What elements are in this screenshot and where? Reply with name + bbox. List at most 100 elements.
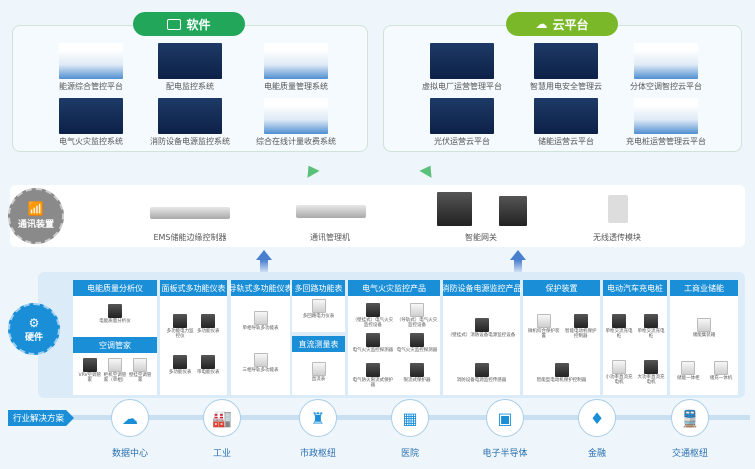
industry-factory-button[interactable]: 🏭 xyxy=(203,399,241,437)
product-image[interactable] xyxy=(644,313,658,328)
product-label: 直流表 xyxy=(311,377,326,383)
industry-cloud-server-button[interactable]: ☁ xyxy=(111,399,149,437)
industry-hospital-button[interactable]: ▦ xyxy=(391,399,429,437)
platform-screenshot[interactable] xyxy=(59,43,123,79)
product-label: （壁挂式）电气火灾监控设备 xyxy=(352,317,394,328)
platform-label[interactable]: 充电桩运营管理云平台 xyxy=(626,137,706,146)
hardware-group-title[interactable]: 电气火灾监控产品 xyxy=(348,280,440,296)
hardware-group-title[interactable]: 导轨式多功能仪表 xyxy=(229,280,293,296)
product-image[interactable] xyxy=(536,313,551,328)
arrow-shaft xyxy=(260,260,268,272)
platform-label[interactable]: 消防设备电源监控系统 xyxy=(150,137,230,146)
platform-label[interactable]: 配电监控系统 xyxy=(166,82,214,91)
industry-label[interactable]: 金融 xyxy=(587,449,607,459)
platform-screenshot[interactable] xyxy=(634,43,698,79)
platform-screenshot[interactable] xyxy=(634,98,698,134)
product-label: 带电能仪表 xyxy=(196,370,220,376)
monitor-chart-icon xyxy=(167,18,182,30)
product-image[interactable] xyxy=(714,361,728,376)
comm-device-label: EMS储能边缘控制器 xyxy=(153,233,227,242)
cloud-server-icon: ☁ xyxy=(122,408,138,428)
hardware-group-title[interactable]: 消防设备电源监控产品 xyxy=(442,280,522,296)
platform-label[interactable]: 电能质量管理系统 xyxy=(264,82,328,91)
hardware-group-title[interactable]: 面板式多功能仪表 xyxy=(160,280,227,296)
industry-label[interactable]: 电子半导体 xyxy=(482,449,528,459)
arrow-up-icon xyxy=(302,162,320,178)
product-image[interactable] xyxy=(311,299,326,314)
product-image[interactable] xyxy=(612,313,626,328)
product-image[interactable] xyxy=(365,363,380,378)
product-image[interactable] xyxy=(201,355,216,370)
smart-gateway-image xyxy=(499,196,527,226)
product-image[interactable] xyxy=(681,361,696,376)
product-image[interactable] xyxy=(474,363,489,378)
industry-label[interactable]: 市政枢纽 xyxy=(299,449,337,459)
platform-screenshot[interactable] xyxy=(430,98,494,134)
product-image[interactable] xyxy=(133,358,148,373)
product-label: 电气防火限流式保护器 xyxy=(352,378,394,389)
product-image[interactable] xyxy=(82,358,97,373)
platform-screenshot[interactable] xyxy=(59,98,123,134)
arrow-up-icon xyxy=(256,250,272,260)
industry-train-button[interactable]: 🚆 xyxy=(671,399,709,437)
industry-skyscraper-button[interactable]: ♦ xyxy=(578,399,616,437)
product-label: 智能型电动机保护控制器 xyxy=(536,378,587,384)
platform-label[interactable]: 能源综合管控平台 xyxy=(59,82,123,91)
industry-chip-button[interactable]: ▣ xyxy=(486,399,524,437)
product-image[interactable] xyxy=(201,313,216,328)
product-image[interactable] xyxy=(410,302,424,317)
product-label: 消防设备电源监控传感器 xyxy=(456,378,507,384)
platform-screenshot[interactable] xyxy=(534,98,598,134)
industry-tower-button[interactable]: ♜ xyxy=(299,399,337,437)
product-image[interactable] xyxy=(365,333,380,348)
product-image[interactable] xyxy=(410,333,424,348)
platform-screenshot[interactable] xyxy=(264,43,328,79)
product-image[interactable] xyxy=(365,302,380,317)
product-image[interactable] xyxy=(410,363,424,378)
hardware-group-title[interactable]: 电能质量分析仪 xyxy=(73,280,157,296)
platform-label[interactable]: 电气火灾监控系统 xyxy=(59,137,123,146)
platform-label[interactable]: 综合在线计量收费系统 xyxy=(256,137,336,146)
platform-label[interactable]: 智慧用电安全管理云 xyxy=(530,82,602,91)
product-image[interactable] xyxy=(173,355,188,370)
product-image[interactable] xyxy=(108,358,122,373)
train-icon: 🚆 xyxy=(680,408,700,428)
comm-device-label: 智能网关 xyxy=(465,233,497,242)
hardware-group-title[interactable]: 直流测量表 xyxy=(292,336,345,352)
platform-label[interactable]: 光伏运营云平台 xyxy=(434,137,490,146)
platform-screenshot[interactable] xyxy=(158,43,222,79)
product-image[interactable] xyxy=(554,363,569,378)
industry-label[interactable]: 交通枢纽 xyxy=(671,449,709,459)
product-image[interactable] xyxy=(697,317,711,332)
platform-screenshot[interactable] xyxy=(430,43,494,79)
product-image[interactable] xyxy=(644,360,658,375)
hardware-group-title[interactable]: 工商业储能 xyxy=(670,280,738,296)
product-image[interactable] xyxy=(311,362,326,377)
platform-screenshot[interactable] xyxy=(264,98,328,134)
platform-label[interactable]: 分体空调智控云平台 xyxy=(630,82,702,91)
cloud-title: 云平台 xyxy=(552,17,589,32)
platform-screenshot[interactable] xyxy=(534,43,598,79)
hardware-group: 工商业储能储能集装箱储能一体柜储充一体机 xyxy=(670,280,738,395)
product-image[interactable] xyxy=(474,317,489,332)
product-label: 储能一体柜 xyxy=(677,376,700,382)
product-image[interactable] xyxy=(253,353,268,368)
hardware-group-title[interactable]: 多回路功能表 xyxy=(292,280,345,296)
product-label: 壁挂空调管家 xyxy=(128,373,152,384)
hardware-group-title[interactable]: 保护装置 xyxy=(523,280,600,296)
product-image[interactable] xyxy=(108,303,122,318)
product-image[interactable] xyxy=(573,313,588,328)
platform-label[interactable]: 储能运营云平台 xyxy=(538,137,594,146)
platform-screenshot[interactable] xyxy=(158,98,222,134)
hardware-group-title[interactable]: 空调管家 xyxy=(73,337,157,353)
product-image[interactable] xyxy=(612,360,626,375)
industry-label[interactable]: 工业 xyxy=(212,449,232,459)
platform-label[interactable]: 虚拟电厂运营管理平台 xyxy=(422,82,502,91)
hardware-group: 多回路功能表多回路电力仪表 xyxy=(292,280,345,332)
industry-label[interactable]: 医院 xyxy=(400,449,420,459)
product-image[interactable] xyxy=(173,313,188,328)
hardware-group: 电气火灾监控产品（壁挂式）电气火灾监控设备（导轨式）电气火灾监控设备电气火灾监控… xyxy=(348,280,440,395)
industry-label[interactable]: 数据中心 xyxy=(111,449,149,459)
hardware-group-title[interactable]: 电动汽车充电桩 xyxy=(603,280,667,296)
product-image[interactable] xyxy=(253,310,268,325)
